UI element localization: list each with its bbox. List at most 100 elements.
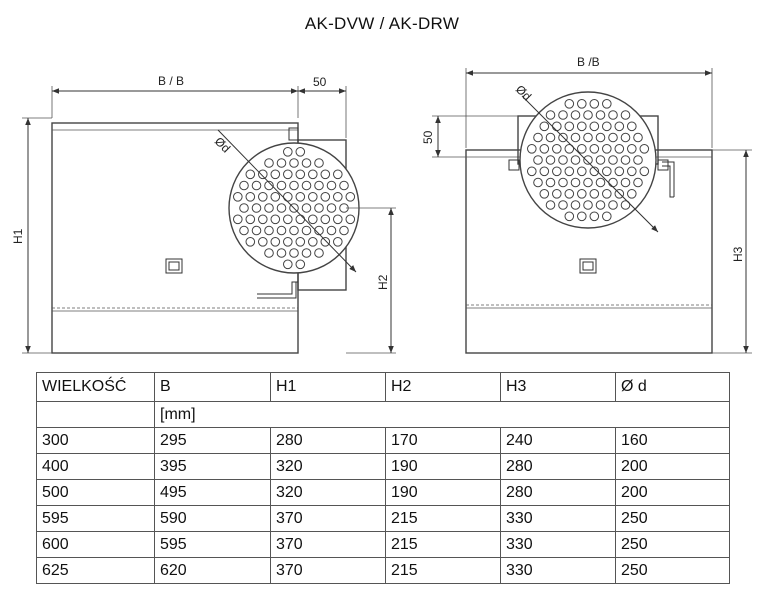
perforation-hole [264, 203, 274, 213]
perforation-hole [595, 177, 606, 188]
left-square-marker [165, 258, 183, 274]
perforation-hole [295, 169, 306, 180]
table-header-cell: H2 [385, 372, 501, 402]
perforation-hole [320, 169, 331, 180]
perforation-hole [264, 180, 274, 191]
table-cell: 200 [615, 453, 730, 480]
perforation-hole [326, 180, 337, 191]
perforation-hole [333, 192, 343, 202]
table-cell: 595 [36, 505, 155, 532]
table-cell: 370 [270, 505, 386, 532]
table-header-cell: H1 [270, 372, 386, 402]
table-cell: 330 [500, 557, 616, 584]
perforation-hole [251, 225, 262, 236]
table-cell: 395 [154, 453, 271, 480]
perforation-hole [589, 166, 600, 177]
perforation-hole [595, 110, 606, 120]
perforation-hole [251, 180, 262, 191]
perforation-hole [583, 155, 593, 165]
perforation-hole [627, 166, 637, 177]
perforation-hole [326, 203, 337, 213]
perforation-hole [589, 211, 600, 222]
table-unit-empty-cell [36, 401, 155, 428]
right-handle [662, 161, 675, 198]
perforation-hole [627, 189, 637, 199]
perforation-hole [633, 177, 643, 188]
perforation-hole [283, 214, 293, 225]
table-cell: 625 [36, 557, 155, 584]
perforation-hole [320, 192, 331, 202]
perforation-hole [539, 189, 550, 199]
perforation-hole [608, 132, 618, 143]
perforation-hole [633, 155, 643, 165]
perforation-hole [570, 200, 581, 210]
technical-drawing: Ød B / B 50 H1 H2 [11, 55, 752, 354]
perforation-hole [564, 189, 575, 199]
table-cell: 370 [270, 557, 386, 584]
perforation-hole [558, 200, 568, 210]
perforation-hole [602, 99, 612, 109]
perforation-hole [314, 158, 324, 168]
table-unit-row: [mm] [36, 401, 730, 428]
perforation-hole [295, 192, 306, 202]
perforation-hole [577, 211, 587, 222]
perforation-hole [595, 132, 606, 143]
perforation-hole [552, 121, 562, 132]
right-holes [527, 99, 650, 222]
perforation-hole [527, 144, 537, 154]
perforation-hole [264, 225, 274, 236]
perforation-hole [333, 237, 343, 247]
perforation-hole [276, 248, 287, 258]
perforation-hole [589, 121, 600, 132]
perforation-hole [320, 214, 331, 225]
perforation-hole [620, 110, 631, 120]
perforation-hole [289, 180, 299, 191]
perforation-hole [245, 237, 256, 247]
perforation-hole [583, 177, 593, 188]
perforation-hole [552, 166, 562, 177]
perforation-hole [301, 203, 312, 213]
perforation-hole [533, 155, 543, 165]
perforation-hole [283, 169, 293, 180]
table-cell: 190 [385, 453, 501, 480]
perforation-hole [239, 203, 249, 213]
table-header-cell: B [154, 372, 271, 402]
perforation-hole [608, 177, 618, 188]
perforation-hole [583, 132, 593, 143]
table-cell: 590 [154, 505, 271, 532]
perforation-hole [627, 121, 637, 132]
perforation-hole [270, 237, 281, 247]
perforation-hole [301, 248, 312, 258]
perforation-hole [308, 214, 318, 225]
table-cell: 250 [615, 557, 730, 584]
perforation-hole [276, 180, 287, 191]
perforation-hole [295, 147, 306, 157]
table-cell: 400 [36, 453, 155, 480]
perforation-hole [283, 192, 293, 202]
table-cell: 370 [270, 531, 386, 558]
table-cell: 190 [385, 479, 501, 506]
perforation-hole [301, 225, 312, 236]
perforation-hole [533, 132, 543, 143]
perforation-hole [539, 144, 550, 154]
perforation-hole [276, 203, 287, 213]
perforation-hole [533, 177, 543, 188]
perforation-hole [345, 214, 356, 225]
table-cell: 215 [385, 531, 501, 558]
left-offset-label: 50 [313, 75, 327, 89]
perforation-hole [595, 155, 606, 165]
perforation-hole [283, 147, 293, 157]
left-handle [257, 281, 298, 299]
perforation-hole [577, 99, 587, 109]
perforation-hole [564, 166, 575, 177]
perforation-hole [239, 180, 249, 191]
perforation-hole [314, 248, 324, 258]
perforation-hole [308, 237, 318, 247]
perforation-hole [345, 192, 356, 202]
table-cell: 215 [385, 505, 501, 532]
